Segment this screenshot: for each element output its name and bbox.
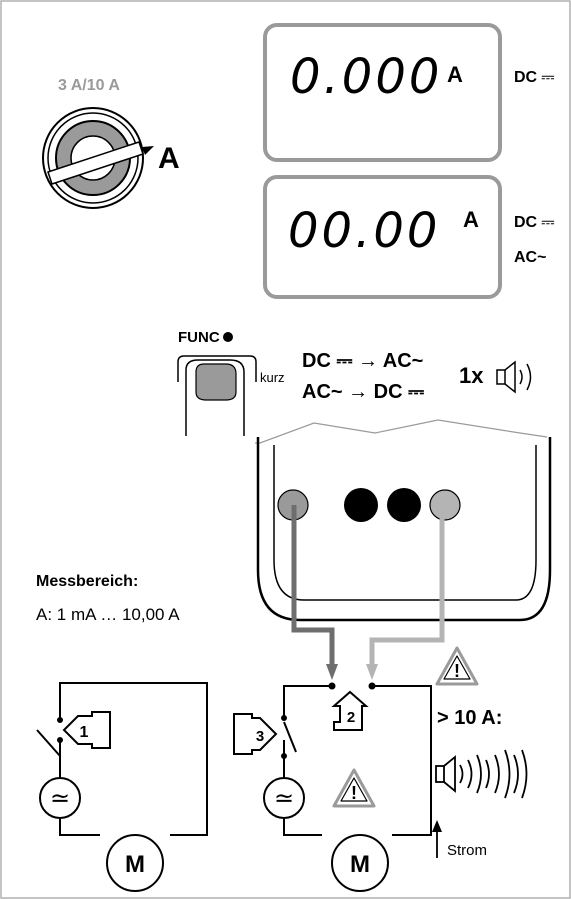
step-1-arrow-icon (62, 711, 111, 749)
lcd-bottom-value: 00.00 (288, 203, 440, 259)
speaker-icon (496, 360, 532, 394)
ac-source-right-icon (263, 777, 305, 819)
lcd-display-top (263, 23, 502, 162)
step-1-label: 1 (80, 724, 89, 741)
switch-pivot-left-icon (57, 737, 63, 743)
range-label: 3 A/10 A (58, 77, 120, 94)
ac-source-left-symbol: ≃ (50, 785, 70, 812)
lcd-top-mode: DC ⎓ (514, 69, 555, 86)
ac-source-right-symbol: ≃ (274, 785, 294, 812)
multimeter-body (255, 419, 552, 622)
func-press-note: kurz (260, 370, 285, 385)
rotary-switch-icon[interactable] (42, 107, 154, 209)
lcd-top-value: 0.000 (290, 49, 442, 105)
measuring-range-value: A: 1 mA … 10,00 A (36, 605, 180, 624)
meter-terminal-left-icon (328, 682, 336, 690)
input-jack-v[interactable] (387, 488, 421, 522)
ac-source-left-icon (39, 777, 81, 819)
step-2-label: 2 (347, 709, 355, 726)
switch-contact-left-icon (57, 717, 63, 723)
lcd-bottom-unit: A (463, 207, 479, 232)
overcurrent-threshold: > 10 A: (437, 707, 502, 729)
circuit-right (283, 685, 432, 836)
warning-triangle-circuit-icon: ! (332, 768, 376, 808)
step-3-arrow-icon (233, 713, 278, 755)
lcd-display-bottom (263, 175, 502, 299)
warning-triangle-icon: ! (435, 646, 479, 686)
current-direction-arrow-icon (432, 820, 442, 858)
continuous-beep-speaker-icon (435, 749, 528, 799)
svg-text:!: ! (454, 661, 460, 681)
measuring-range-title: Messbereich: (36, 573, 138, 590)
motor-left-icon (106, 834, 164, 892)
switch-pivot-right-icon (281, 753, 287, 759)
test-lead-light (369, 505, 445, 672)
lcd-bottom-mode-ac: AC~ (514, 249, 546, 266)
func-button[interactable] (177, 355, 257, 436)
lcd-top-unit: A (447, 62, 463, 87)
motor-right-label: M (350, 851, 370, 878)
func-key-label: FUNC (178, 329, 220, 346)
toggle-line-2: AC~ → DC ⎓ (302, 381, 424, 403)
step-2-arrow-icon (331, 690, 369, 731)
circuit-left (36, 682, 208, 836)
input-jack-ma[interactable] (429, 489, 461, 521)
lead-arrow-dark-icon (326, 664, 338, 680)
lcd-bottom-mode-dc: DC ⎓ (514, 214, 555, 231)
input-jack-com[interactable] (344, 488, 378, 522)
func-dot-icon (223, 332, 233, 342)
motor-left-label: M (125, 851, 145, 878)
svg-text:!: ! (351, 783, 357, 803)
meter-terminal-right-icon (368, 682, 376, 690)
switch-position-label: A (158, 142, 180, 175)
toggle-line-1: DC ⎓ → AC~ (302, 350, 423, 372)
lead-arrow-light-icon (366, 664, 378, 680)
test-lead-dark (291, 505, 335, 672)
motor-right-icon (331, 834, 389, 892)
switch-contact-right-icon (281, 715, 287, 721)
step-3-label: 3 (256, 728, 264, 745)
beep-count: 1x (459, 363, 484, 388)
current-label: Strom (447, 842, 487, 859)
